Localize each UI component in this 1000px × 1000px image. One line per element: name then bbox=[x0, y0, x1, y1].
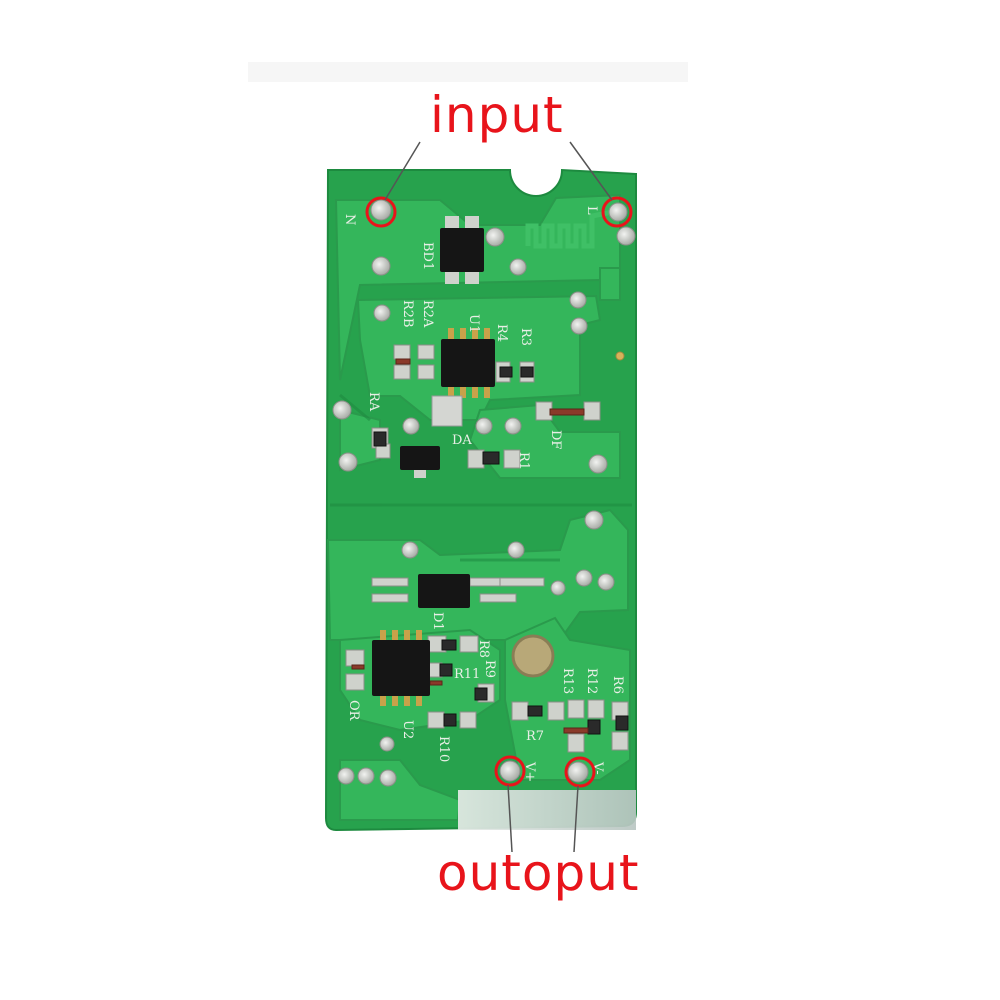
ic-u2 bbox=[372, 630, 430, 706]
mounting-hole bbox=[511, 634, 555, 678]
silk-df: DF bbox=[548, 430, 563, 449]
silk-da: DA bbox=[452, 433, 472, 448]
silk-r11: R11 bbox=[454, 667, 480, 682]
silk-u1: U1 bbox=[466, 314, 481, 333]
input-label: input bbox=[430, 86, 564, 144]
silk-r6: R6 bbox=[610, 676, 625, 694]
ic-chips bbox=[372, 216, 495, 706]
silk-r7: R7 bbox=[526, 729, 544, 744]
marker-output-minus bbox=[564, 756, 596, 788]
silk-r2a: R2A bbox=[420, 300, 435, 328]
silk-r8: R8 bbox=[476, 640, 491, 658]
silk-r9: R9 bbox=[482, 660, 497, 678]
ic-u1 bbox=[441, 328, 495, 398]
leader-input-l bbox=[569, 141, 613, 201]
marker-input-l bbox=[601, 196, 633, 228]
leader-output-minus bbox=[573, 785, 579, 853]
silk-l: L bbox=[584, 206, 599, 215]
transistor-q bbox=[400, 446, 440, 478]
silk-vplus: V+ bbox=[522, 761, 537, 782]
tape-strip bbox=[458, 790, 636, 830]
silk-r13: R13 bbox=[560, 668, 575, 694]
silk-r2b: R2B bbox=[400, 300, 415, 328]
marker-output-plus bbox=[494, 755, 526, 787]
output-label: outoput bbox=[437, 844, 640, 902]
bridge-bd1 bbox=[440, 216, 484, 284]
transistor-da bbox=[431, 395, 463, 427]
marker-input-n bbox=[365, 196, 397, 228]
silk-r10: R10 bbox=[436, 736, 451, 762]
silk-r12: R12 bbox=[584, 668, 599, 694]
silk-u2: U2 bbox=[400, 720, 415, 739]
silk-ra: RA bbox=[366, 392, 381, 412]
marker-circles bbox=[365, 196, 633, 788]
silk-d1: D1 bbox=[430, 612, 445, 631]
smd-capacitors bbox=[351, 358, 589, 734]
smd-resistors bbox=[373, 366, 629, 735]
silk-n: N bbox=[342, 214, 357, 225]
meander-trace bbox=[525, 209, 613, 249]
silk-r3: R3 bbox=[518, 328, 533, 346]
backdrop-edge bbox=[248, 62, 688, 82]
through-hole-pads bbox=[332, 199, 636, 787]
silkscreen-labels: N L BD1 R2A R2B U1 R4 R3 RA DA DF R1 D1 … bbox=[342, 206, 625, 782]
leader-output-plus bbox=[507, 784, 513, 853]
isolation-lines bbox=[330, 393, 632, 562]
silk-r1: R1 bbox=[516, 452, 531, 470]
silk-bd1: BD1 bbox=[420, 242, 435, 270]
silk-r4: R4 bbox=[494, 324, 509, 342]
diode-d1 bbox=[418, 574, 470, 608]
silk-or: OR bbox=[346, 700, 361, 722]
leader-lines bbox=[384, 141, 613, 853]
leader-input-n bbox=[384, 141, 421, 201]
